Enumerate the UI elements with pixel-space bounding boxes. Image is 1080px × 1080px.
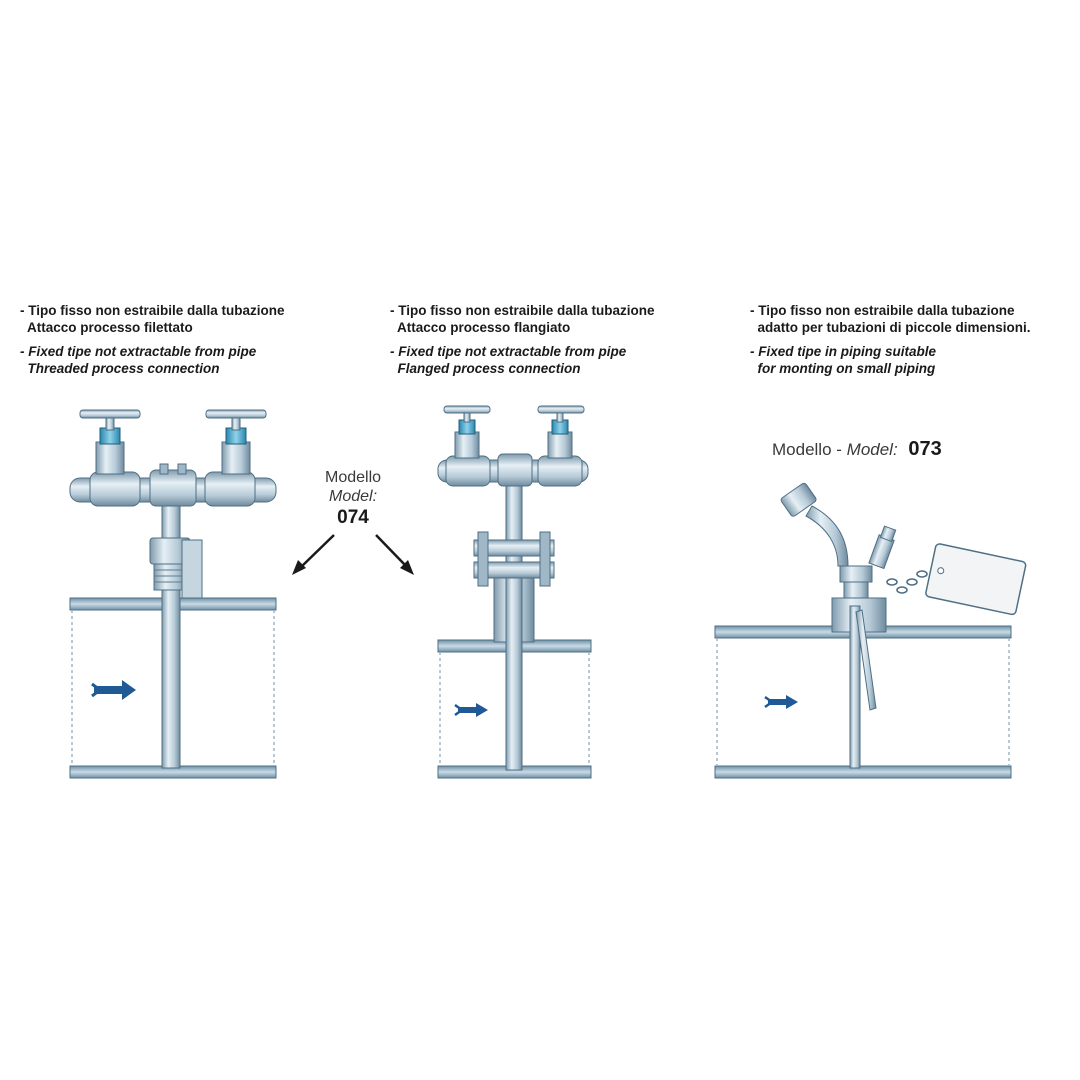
bent-tube <box>805 505 849 567</box>
pointer-arrow-icon <box>292 534 335 575</box>
caption-en-line: - Fixed tipe in piping suitable <box>750 344 937 359</box>
flow-arrow-icon <box>91 680 136 700</box>
model-074-label: Modello Model: 074 <box>300 468 406 530</box>
caption-en-line: Threaded process connection <box>20 361 220 376</box>
flanged-thermowell-diagram <box>437 405 592 779</box>
caption-small-piping: - Tipo fisso non estraibile dalla tubazi… <box>750 302 1031 377</box>
caption-en-line: - Fixed tipe not extractable from pipe <box>20 344 257 359</box>
caption-en-line: for monting on small piping <box>750 361 936 376</box>
caption-it-line: - Tipo fisso non estraibile dalla tubazi… <box>20 303 285 318</box>
needle-valve <box>537 405 585 459</box>
caption-en-line: - Fixed tipe not extractable from pipe <box>390 344 627 359</box>
model-text: Model: <box>846 440 898 459</box>
caption-it-line: Attacco processo flangiato <box>390 320 571 335</box>
caption-threaded: - Tipo fisso non estraibile dalla tubazi… <box>20 302 285 377</box>
inclined-probe <box>855 609 877 711</box>
model-number: 074 <box>337 507 369 528</box>
caption-it-line: adatto per tubazioni di piccole dimensio… <box>750 320 1031 335</box>
valve-manifold <box>69 463 277 507</box>
model-text: Model: <box>328 488 378 505</box>
caption-it-line: - Tipo fisso non estraibile dalla tubazi… <box>390 303 655 318</box>
small-piping-thermowell-diagram <box>714 482 1027 779</box>
thermowell-stem <box>849 605 861 769</box>
flow-arrow-icon <box>454 703 488 717</box>
valve-manifold <box>437 453 589 487</box>
modello-text: Modello - <box>772 440 842 459</box>
threaded-fitting <box>149 537 203 599</box>
flow-arrow-icon <box>764 695 798 709</box>
thermowell-stem <box>505 479 523 771</box>
tube-connector <box>780 482 817 517</box>
process-flange <box>473 531 555 587</box>
caption-it-line: - Tipo fisso non estraibile dalla tubazi… <box>750 303 1015 318</box>
needle-valve <box>443 405 491 459</box>
needle-valve <box>79 409 141 475</box>
chain <box>886 570 928 594</box>
needle-valve <box>205 409 267 475</box>
plug-fitting <box>868 525 897 570</box>
caption-flanged: - Tipo fisso non estraibile dalla tubazi… <box>390 302 655 377</box>
pointer-arrow-icon <box>375 534 414 575</box>
threaded-thermowell-diagram <box>69 409 277 779</box>
caption-en-line: Flanged process connection <box>390 361 581 376</box>
compression-nut <box>839 565 873 583</box>
caption-it-line: Attacco processo filettato <box>20 320 193 335</box>
modello-text: Modello <box>324 469 382 486</box>
model-number: 073 <box>908 438 942 460</box>
model-073-label: Modello - Model: 073 <box>772 438 942 461</box>
identification-tag <box>925 543 1027 616</box>
